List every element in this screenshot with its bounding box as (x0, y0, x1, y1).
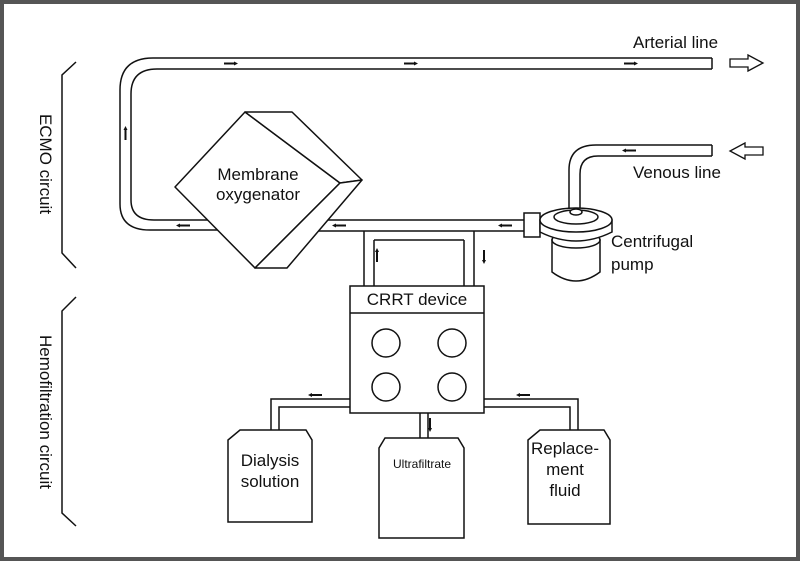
hemofiltration-circuit-label: Hemofiltration circuit (36, 335, 55, 489)
ultrafiltrate-bag (378, 437, 465, 539)
dialysis-solution-bag (227, 429, 313, 523)
crrt-pump-heads (371, 328, 467, 402)
flow-arrows (123, 61, 638, 432)
solution-label: solution (241, 472, 300, 491)
pump-label: pump (611, 255, 654, 274)
arterial-line-tube (119, 57, 713, 231)
ecmo-brace (61, 61, 77, 269)
pump-to-oxygenator-tube (318, 219, 530, 232)
crrt-device-label: CRRT device (367, 290, 467, 309)
crrt-inflow-tube (363, 231, 475, 287)
venous-inflow-arrow (728, 141, 764, 161)
ultrafiltrate-label: Ultrafiltrate (393, 457, 451, 471)
ment-label: ment (546, 460, 584, 479)
arterial-outflow-arrow (729, 53, 765, 73)
dialysis-label: Dialysis (241, 451, 300, 470)
venous-line-label: Venous line (633, 163, 721, 182)
venous-line-tube (568, 144, 713, 212)
replace-label: Replace- (531, 439, 599, 458)
ecmo-circuit-label: ECMO circuit (36, 114, 55, 214)
fluid-label: fluid (549, 481, 580, 500)
hemo-brace (61, 296, 77, 527)
replacement-fluid-bag (527, 429, 611, 525)
centrifugal-label: Centrifugal (611, 232, 693, 251)
membrane-oxygenator (174, 111, 363, 269)
arterial-line-label: Arterial line (633, 33, 718, 52)
bag-tubes (270, 398, 579, 438)
membrane-label: Membrane (217, 165, 298, 184)
oxygenator-label: oxygenator (216, 185, 300, 204)
centrifugal-pump (523, 207, 613, 282)
